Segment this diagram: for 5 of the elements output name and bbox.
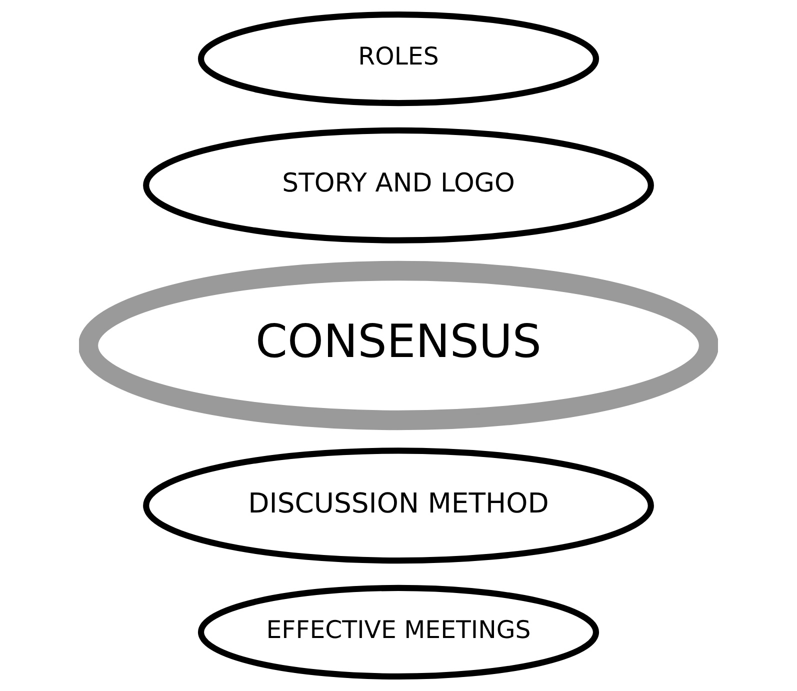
node-ellipse: DISCUSSION METHOD xyxy=(143,448,654,564)
node-ellipse: ROLES xyxy=(198,12,600,106)
node-ellipse: STORY AND LOGO xyxy=(143,127,654,244)
node-ellipse: EFFECTIVE MEETINGS xyxy=(198,584,600,680)
node-ellipse: CONSENSUS xyxy=(79,260,718,430)
